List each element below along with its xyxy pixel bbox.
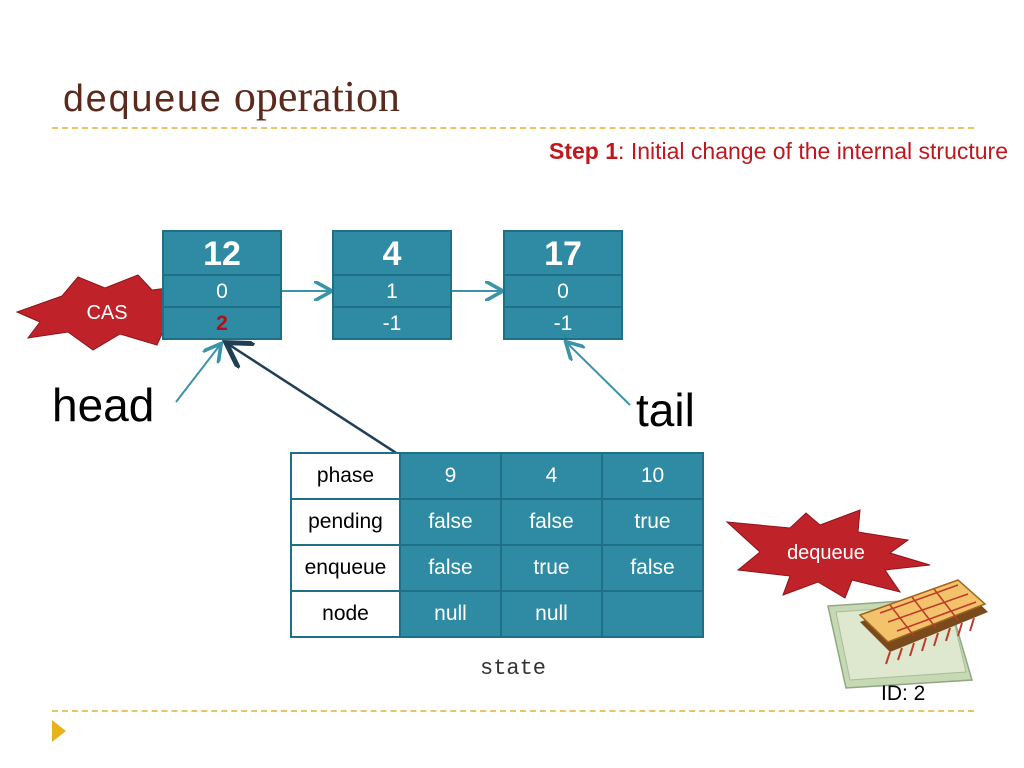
tail-arrow: [567, 343, 631, 406]
row-header: phase: [290, 452, 401, 500]
row-header: node: [290, 590, 401, 638]
table-cell: 9: [399, 452, 502, 500]
node-value: 17: [505, 232, 621, 276]
table-row: node null null: [290, 590, 704, 638]
title-code: dequeue: [62, 80, 222, 123]
table-cell: null: [500, 590, 603, 638]
step-number: Step 1: [549, 138, 619, 164]
processor-icon: [827, 579, 988, 689]
table-cell: false: [399, 544, 502, 592]
list-node-3: 17 0 -1: [503, 230, 623, 340]
play-marker-icon: [52, 720, 66, 742]
node-field: -1: [553, 312, 573, 335]
step-text: : Initial change of the internal structu…: [618, 138, 1008, 164]
table-cell: true: [500, 544, 603, 592]
state-caption: state: [480, 656, 547, 681]
table-row: pending false false true: [290, 498, 704, 546]
node-field: 1: [334, 276, 450, 308]
cas-label: CAS: [86, 302, 127, 324]
table-cell: null: [399, 590, 502, 638]
table-cell: false: [399, 498, 502, 546]
state-table: phase 9 4 10 pending false false true en…: [290, 452, 704, 638]
table-cell: true: [601, 498, 704, 546]
step-caption: Step 1: Initial change of the internal s…: [549, 138, 1008, 165]
dequeue-star: dequeue: [725, 509, 931, 599]
node-field: 0: [164, 276, 280, 308]
node-value: 4: [334, 232, 450, 276]
node-field: -1: [382, 312, 402, 335]
top-divider: [52, 127, 974, 129]
table-cell: 4: [500, 452, 603, 500]
title-word: operation: [233, 72, 401, 121]
bottom-divider: [52, 710, 974, 712]
table-cell: false: [601, 544, 704, 592]
table-cell: [601, 590, 704, 638]
node-field-updated: 2: [216, 312, 228, 335]
list-node-1: 12 0 2: [162, 230, 282, 340]
head-label: head: [52, 379, 155, 431]
dequeue-label: dequeue: [787, 542, 865, 564]
row-header: enqueue: [290, 544, 401, 592]
table-row: enqueue false true false: [290, 544, 704, 592]
cas-star: CAS: [15, 274, 197, 351]
head-arrow: [175, 345, 220, 403]
table-row: phase 9 4 10: [290, 452, 704, 500]
thread-id-label: ID: 2: [881, 682, 926, 705]
node-value: 12: [164, 232, 280, 276]
node-field: 0: [505, 276, 621, 308]
tail-label: tail: [636, 384, 695, 436]
row-header: pending: [290, 498, 401, 546]
list-node-2: 4 1 -1: [332, 230, 452, 340]
slide-title: dequeue operation: [62, 70, 400, 129]
table-cell: 10: [601, 452, 704, 500]
table-cell: false: [500, 498, 603, 546]
